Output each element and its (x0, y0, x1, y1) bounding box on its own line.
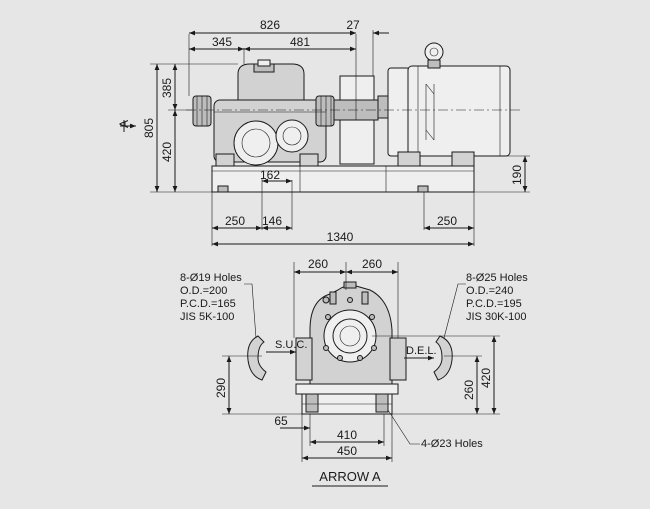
suction-label: S.U.C. (275, 339, 307, 351)
pump-casing-side (192, 59, 335, 167)
motor-side (377, 42, 511, 167)
dim-260-left: 260 (308, 257, 328, 271)
dim-385: 385 (160, 78, 174, 98)
discharge-note-line-3: P.C.D.=195 (466, 298, 522, 310)
discharge-label: D.E.L. (406, 345, 437, 357)
dim-450: 450 (337, 444, 357, 458)
suction-nozzle (295, 337, 313, 381)
discharge-note-line-4: JIS 30K-100 (466, 311, 527, 323)
dim-1340: 1340 (327, 230, 354, 244)
suction-note-line-1: 8-Ø19 Holes (180, 272, 242, 284)
dim-190: 190 (510, 165, 524, 185)
dim-345: 345 (212, 35, 232, 49)
dim-805: 805 (142, 118, 156, 138)
dim-65: 65 (274, 414, 288, 428)
dim-826: 826 (260, 18, 280, 32)
dim-250-right: 250 (437, 214, 457, 228)
anchor-holes-note: 4-Ø23 Holes (421, 438, 483, 450)
discharge-note-line-1: 8-Ø25 Holes (466, 272, 528, 284)
dim-27: 27 (346, 18, 360, 32)
dim-420: 420 (160, 142, 174, 162)
discharge-note-line-2: O.D.=240 (466, 285, 513, 297)
discharge-nozzle (389, 337, 407, 381)
suction-flange-note: 8-Ø19 Holes O.D.=200 P.C.D.=165 JIS 5K-1… (180, 272, 257, 339)
dim-162: 162 (260, 168, 280, 182)
dim-481: 481 (290, 35, 310, 49)
dim-250-left: 250 (225, 214, 245, 228)
base-plate (211, 165, 475, 193)
dim-420-discharge: 420 (479, 368, 493, 388)
arrow-a-label: A (117, 120, 131, 128)
suction-flange (247, 335, 267, 381)
discharge-flange (433, 335, 453, 381)
dim-290: 290 (214, 378, 228, 398)
front-view: S.U.C. D.E.L. 8-Ø19 Holes O.D.=200 P.C.D… (180, 257, 528, 487)
suction-note-line-2: O.D.=200 (180, 285, 227, 297)
dim-146: 146 (262, 214, 282, 228)
dim-260-center: 260 (462, 380, 476, 400)
dim-410: 410 (337, 428, 357, 442)
view-title: ARROW A (319, 469, 381, 484)
suction-note-line-4: JIS 5K-100 (180, 311, 234, 323)
side-view: 826 27 345 481 805 385 420 A 190 16 (117, 18, 530, 247)
suction-note-line-3: P.C.D.=165 (180, 298, 236, 310)
dim-260-right: 260 (362, 257, 382, 271)
discharge-flange-note: 8-Ø25 Holes O.D.=240 P.C.D.=195 JIS 30K-… (443, 272, 528, 339)
